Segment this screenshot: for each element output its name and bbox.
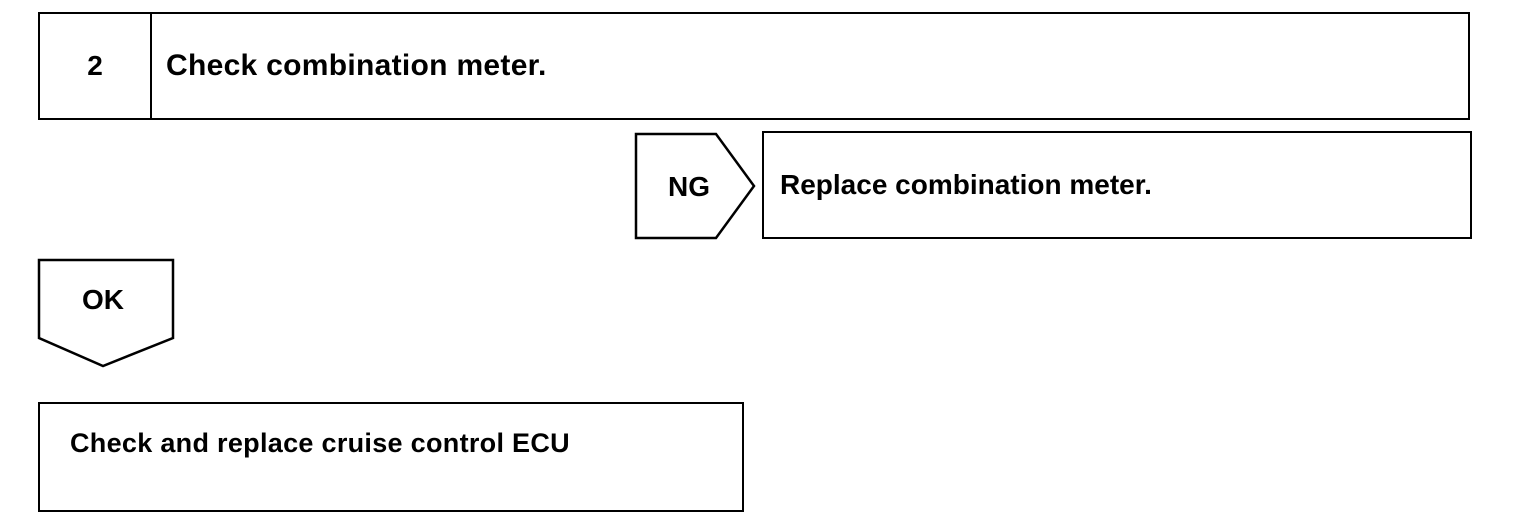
ok-result-box: Check and replace cruise control ECU xyxy=(38,402,744,512)
step-box: 2 Check combination meter. xyxy=(38,12,1470,120)
ng-result-text: Replace combination meter. xyxy=(780,169,1152,200)
step-title: Check combination meter. xyxy=(166,49,547,82)
ng-arrow-shape xyxy=(634,132,756,240)
ok-label: OK xyxy=(82,284,124,315)
ng-result-box: Replace combination meter. xyxy=(762,131,1472,239)
ok-result-text: Check and replace cruise control ECU xyxy=(70,428,570,458)
step-number: 2 xyxy=(40,14,152,118)
ng-label: NG xyxy=(668,171,710,202)
ok-arrow-shape xyxy=(37,258,175,368)
